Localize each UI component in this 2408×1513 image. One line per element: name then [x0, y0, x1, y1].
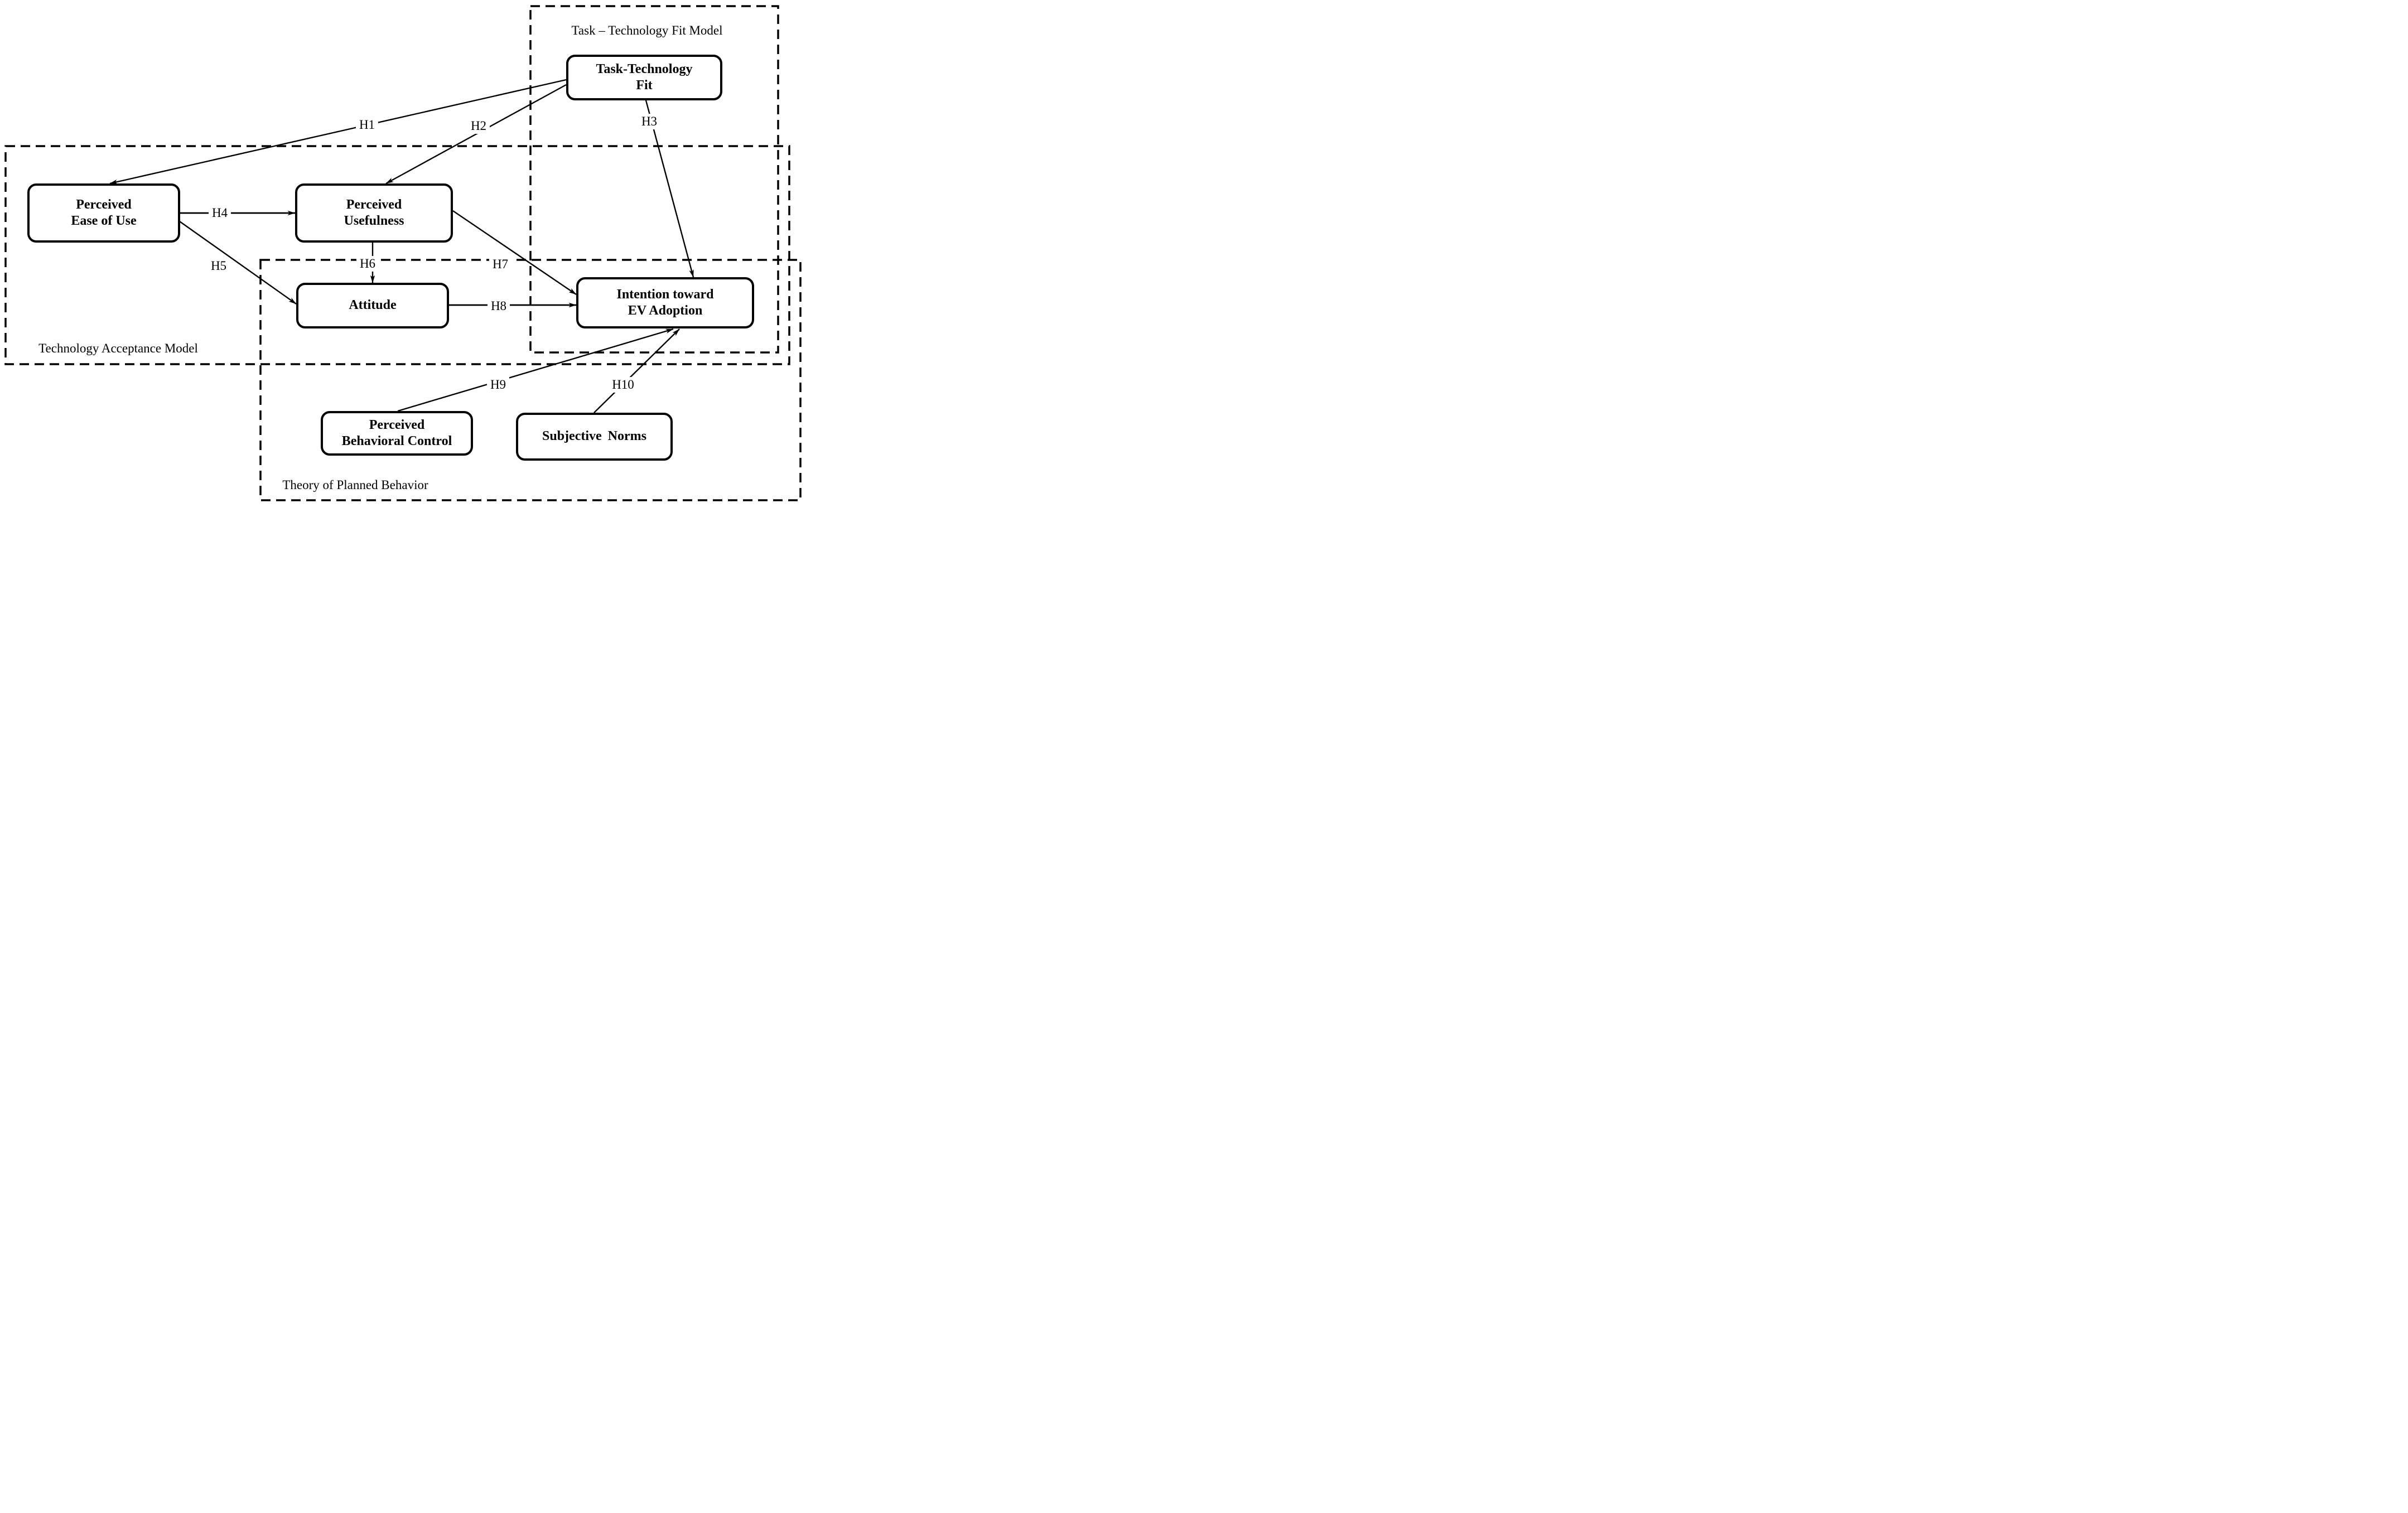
node-label-line: Perceived	[76, 197, 132, 212]
node-task-technology-fit: Task-Technology Fit	[566, 55, 722, 100]
node-perceived-ease-of-use: Perceived Ease of Use	[27, 183, 180, 243]
arrow-h1	[109, 79, 567, 185]
node-attitude: Attitude	[296, 283, 449, 328]
arrow-h2	[385, 84, 567, 185]
ttf-model-group-label: Task – Technology Fit Model	[571, 23, 723, 37]
arrow-h7	[452, 210, 577, 295]
node-label-line: Perceived	[369, 417, 425, 432]
hypothesis-label-h4: H4	[208, 205, 231, 221]
node-label-line: Fit	[636, 78, 653, 93]
node-intention-toward-ev-adoption: Intention toward EV Adoption	[576, 277, 754, 328]
node-label-line: Task-Technology	[596, 61, 693, 76]
hypothesis-label-h7: H7	[489, 257, 512, 272]
hypothesis-label-h8: H8	[487, 298, 510, 314]
node-label-line: Intention toward	[616, 287, 714, 302]
node-label-line: Usefulness	[344, 214, 404, 228]
ttf-model-dashed-border	[529, 5, 779, 354]
node-perceived-usefulness: Perceived Usefulness	[295, 183, 453, 243]
node-label-line: Perceived	[346, 197, 402, 212]
hypothesis-label-h9: H9	[486, 377, 510, 393]
research-model-diagram: Task – Technology Fit Model Technology A…	[0, 0, 803, 504]
arrow-h3	[645, 100, 694, 278]
diagram-wires	[4, 5, 802, 501]
node-label-line: Behavioral Control	[341, 434, 452, 448]
node-label-line: Attitude	[349, 298, 397, 313]
hypothesis-label-h10: H10	[609, 377, 638, 393]
hypothesis-label-h2: H2	[467, 118, 490, 134]
hypothesis-label-h5: H5	[207, 258, 230, 274]
node-perceived-behavioral-control: Perceived Behavioral Control	[321, 411, 473, 456]
node-label-line: EV Adoption	[628, 303, 703, 318]
arrow-h9	[397, 328, 674, 412]
node-subjective-norms: Subjective Norms	[516, 413, 673, 461]
hypothesis-label-h6: H6	[356, 256, 379, 272]
tam-group-label: Technology Acceptance Model	[38, 341, 198, 355]
hypothesis-label-h3: H3	[638, 114, 661, 129]
node-label-line: Subjective Norms	[542, 429, 646, 444]
tam-dashed-border	[4, 145, 790, 365]
tpb-group-label: Theory of Planned Behavior	[282, 478, 428, 492]
arrow-h10	[593, 328, 680, 413]
hypothesis-label-h1: H1	[355, 117, 379, 133]
arrow-h5	[179, 221, 297, 304]
node-label-line: Ease of Use	[71, 214, 137, 228]
